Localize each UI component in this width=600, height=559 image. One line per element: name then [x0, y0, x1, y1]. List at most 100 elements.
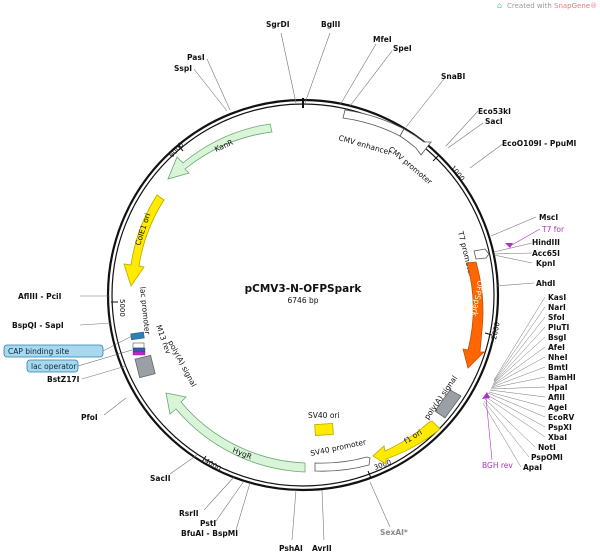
site-SgrDI[interactable]: SgrDI: [266, 20, 297, 104]
feature-cole1-ori[interactable]: ColE1 ori: [123, 194, 165, 287]
feature-lac-promoter[interactable]: lac promoter: [138, 286, 152, 336]
site-BmtI[interactable]: BmtI: [548, 363, 568, 372]
site-NarI[interactable]: NarI: [548, 303, 566, 312]
site-Eco53kI[interactable]: Eco53kI: [445, 107, 511, 147]
site-KpnI[interactable]: KpnI: [493, 254, 556, 268]
svg-text:SgrDI: SgrDI: [266, 20, 290, 29]
site-Acc65I[interactable]: Acc65I: [493, 249, 560, 258]
site-XbaI[interactable]: XbaI: [548, 433, 567, 442]
site-SnaBI[interactable]: SnaBI: [405, 72, 466, 128]
svg-text:Acc65I: Acc65I: [532, 249, 560, 258]
svg-text:lac operator: lac operator: [31, 362, 77, 371]
svg-text:CMV enhancer: CMV enhancer: [337, 133, 393, 157]
site-PasI[interactable]: PasI: [187, 53, 231, 111]
svg-text:SacII: SacII: [150, 474, 171, 483]
site-PspOMI[interactable]: PspOMI: [531, 453, 563, 462]
tick-4000: 4000: [201, 455, 222, 473]
primer-BGHrev[interactable]: BGH rev: [482, 392, 513, 470]
svg-text:SV40 ori: SV40 ori: [308, 411, 340, 420]
site-SpeI[interactable]: SpeI: [349, 44, 412, 107]
svg-text:HygR: HygR: [231, 446, 253, 462]
site-PstI[interactable]: PstI: [200, 480, 245, 528]
marker-lac-operator: [132, 347, 146, 356]
backbone-outer: [106, 98, 500, 492]
svg-text:SacI: SacI: [485, 117, 503, 126]
site-SacI[interactable]: SacI: [447, 117, 503, 149]
snapgene-logo-icon: ⌂: [497, 1, 502, 10]
site-BglII[interactable]: BglII: [304, 20, 340, 104]
site-NheI[interactable]: NheI: [548, 353, 568, 362]
svg-text:BGH rev: BGH rev: [482, 461, 513, 470]
site-SexAI[interactable]: SexAI*: [369, 481, 408, 537]
site-BsgI[interactable]: BsgI: [548, 333, 567, 342]
site-NotI[interactable]: NotI: [538, 443, 556, 452]
credit-prefix: Created with: [507, 2, 552, 10]
svg-text:HindIII: HindIII: [532, 238, 560, 247]
svg-text:SpeI: SpeI: [393, 44, 412, 53]
site-BspQI[interactable]: BspQI - SapI: [12, 321, 113, 330]
site-MscI[interactable]: MscI: [490, 213, 558, 237]
site-AflII[interactable]: AflII: [548, 393, 565, 402]
tick-5000: 5000: [111, 299, 126, 317]
site-AhdI[interactable]: AhdI: [495, 279, 556, 288]
feature-polya-1[interactable]: poly(A) signal: [422, 374, 462, 421]
plasmid-size: 6746 bp: [288, 296, 319, 305]
site-ApaI[interactable]: ApaI: [523, 463, 542, 472]
site-MfeI[interactable]: MfeI: [339, 35, 392, 106]
site-PfoI[interactable]: PfoI: [81, 397, 127, 422]
svg-text:CAP binding site: CAP binding site: [8, 347, 70, 356]
snapgene-credit: ⌂ Created with SnapGene®: [497, 1, 597, 10]
svg-text:4000: 4000: [203, 457, 222, 473]
site-KasI[interactable]: KasI: [548, 293, 566, 302]
site-AfeI[interactable]: AfeI: [548, 343, 565, 352]
feature-sv40-promoter[interactable]: SV40 promoter: [310, 437, 371, 472]
site-SacII[interactable]: SacII: [150, 454, 198, 483]
site-AvrII[interactable]: AvrII: [312, 489, 332, 553]
tick-6000: 6000: [168, 141, 186, 160]
primer-T7for[interactable]: T7 for: [505, 225, 565, 248]
site-SspI[interactable]: SspI: [174, 64, 228, 112]
svg-text:BstZ17I: BstZ17I: [47, 375, 80, 384]
site-PluTI[interactable]: PluTI: [548, 323, 570, 332]
svg-text:SnaBI: SnaBI: [441, 72, 466, 81]
site-BamHI[interactable]: BamHI: [548, 373, 576, 382]
site-EcoRV[interactable]: EcoRV: [548, 413, 574, 422]
feature-sv40-ori[interactable]: SV40 ori: [308, 411, 340, 437]
svg-text:SspI: SspI: [174, 64, 192, 73]
svg-text:AflIII - PciI: AflIII - PciI: [18, 292, 62, 301]
ruler-ticks: 1000 2000 3000 4000 5000 6000: [111, 141, 502, 479]
svg-text:T7 for: T7 for: [541, 225, 565, 234]
site-BfuAI[interactable]: BfuAI - BspMI: [181, 482, 251, 538]
svg-text:KanR: KanR: [213, 138, 234, 154]
site-PspXI[interactable]: PspXI: [548, 423, 572, 432]
svg-text:BspQI - SapI: BspQI - SapI: [12, 321, 64, 330]
feature-hygr[interactable]: HygR: [165, 392, 306, 473]
feature-kanr[interactable]: KanR: [167, 123, 273, 180]
svg-text:PasI: PasI: [187, 53, 205, 62]
site-AgeI[interactable]: AgeI: [548, 403, 567, 412]
svg-text:PstI: PstI: [200, 519, 216, 528]
svg-text:AvrII: AvrII: [312, 544, 332, 553]
mcs-fan: [482, 296, 546, 468]
svg-text:2000: 2000: [490, 321, 502, 340]
box-lac-operator[interactable]: lac operator: [26, 349, 133, 373]
svg-text:ColE1 ori: ColE1 ori: [133, 212, 152, 247]
site-HindIII[interactable]: HindIII: [493, 238, 560, 253]
box-cap-binding-site[interactable]: CAP binding site: [3, 335, 133, 358]
feature-ofpspark[interactable]: OFPSpark: [462, 261, 485, 369]
svg-text:Eco53kI: Eco53kI: [478, 107, 511, 116]
site-AflIII[interactable]: AflIII - PciI: [18, 292, 110, 301]
site-HpaI[interactable]: HpaI: [548, 383, 568, 392]
svg-text:KpnI: KpnI: [536, 259, 556, 268]
svg-text:BglII: BglII: [321, 20, 340, 29]
site-SfoI[interactable]: SfoI: [548, 313, 565, 322]
marker-cap-binding: [130, 331, 145, 341]
tick-2000: 2000: [484, 321, 502, 340]
feature-cmv-promoter[interactable]: CMV promoter: [387, 128, 435, 187]
site-EcoO109I[interactable]: EcoO109I - PpuMI: [469, 139, 577, 169]
site-PshAI[interactable]: PshAI: [279, 489, 303, 553]
site-BstZ17I[interactable]: BstZ17I: [47, 365, 127, 384]
svg-text:SexAI*: SexAI*: [380, 528, 408, 537]
site-RsrII[interactable]: RsrII: [179, 476, 235, 518]
